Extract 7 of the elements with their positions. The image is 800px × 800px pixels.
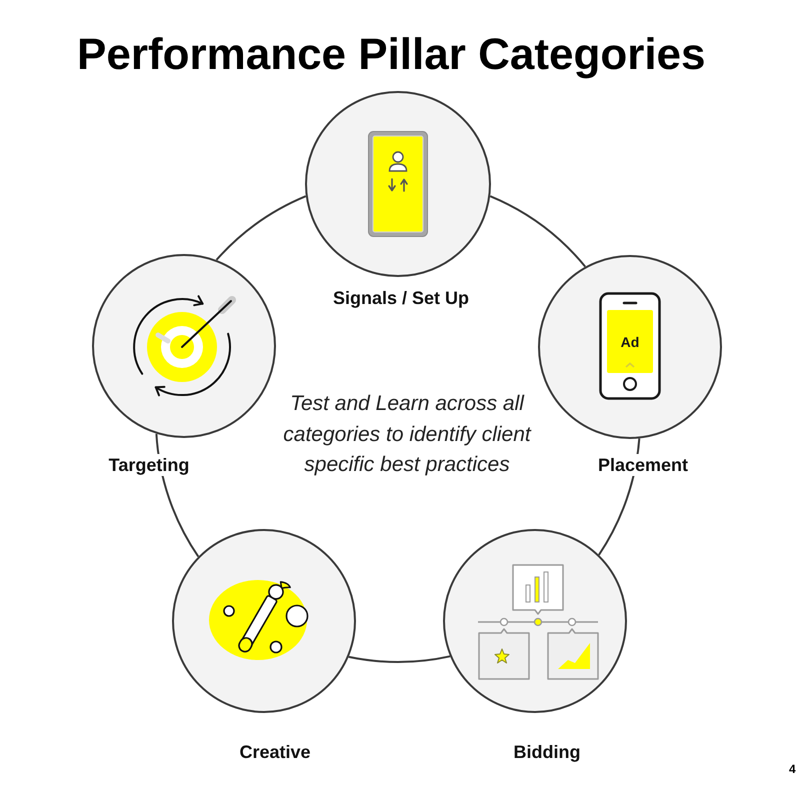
- ad-label: Ad: [620, 335, 640, 349]
- ring-connector: [348, 655, 450, 663]
- title: Performance Pillar Categories: [77, 33, 706, 77]
- page-number: 4: [789, 763, 796, 775]
- center-note: Test and Learn across all categories to identify client specific best practices: [282, 391, 532, 478]
- ring-connector: [490, 195, 586, 268]
- ring-connector: [216, 195, 306, 261]
